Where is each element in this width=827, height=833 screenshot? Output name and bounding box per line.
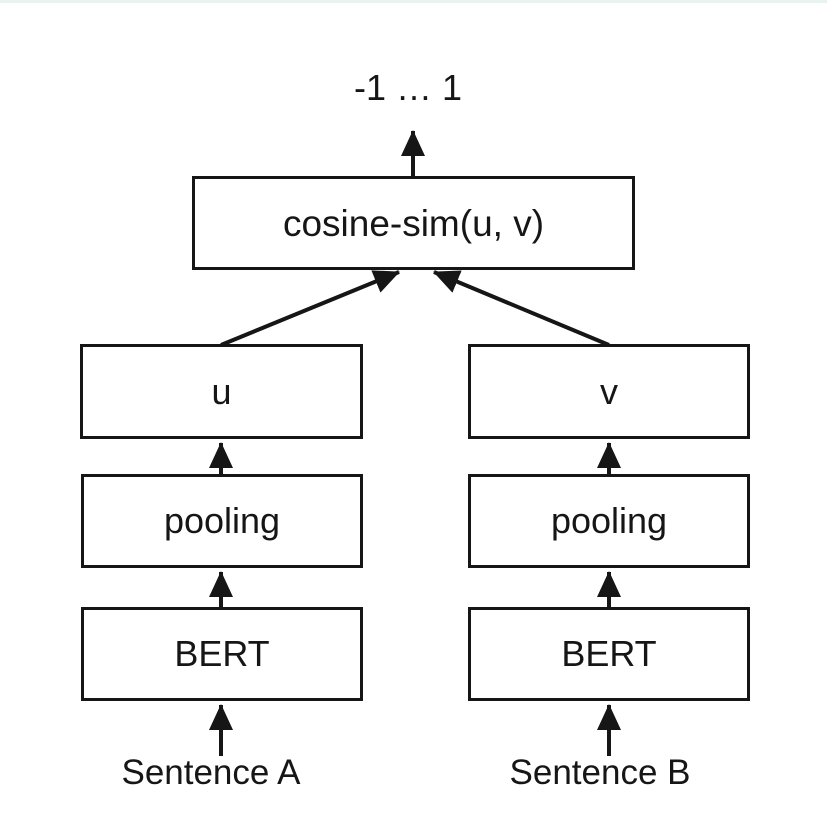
page-top-edge	[0, 0, 827, 3]
pooling-left-label: pooling	[163, 500, 281, 541]
output-range-label: -1 … 1	[353, 67, 463, 108]
u-embedding-label: u	[211, 370, 232, 412]
v-embedding-label: v	[600, 370, 618, 412]
pooling-right-label: pooling	[550, 500, 668, 541]
bert-right-label: BERT	[561, 633, 657, 674]
pooling-right-box: pooling	[468, 474, 750, 568]
bert-right-box: BERT	[468, 607, 750, 701]
pooling-left-box: pooling	[81, 474, 363, 568]
arrow-v-to-cosine-icon	[433, 270, 610, 347]
v-embedding-box: v	[468, 344, 750, 439]
cosine-sim-box: cosine-sim(u, v)	[192, 176, 635, 270]
bert-left-label: BERT	[174, 633, 270, 674]
sentence-b-label: Sentence B	[509, 753, 691, 792]
arrow-u-to-cosine-icon	[220, 270, 400, 347]
u-embedding-box: u	[80, 344, 363, 439]
bert-left-box: BERT	[81, 607, 363, 701]
sentence-a-label: Sentence A	[121, 753, 301, 792]
cosine-sim-label: cosine-sim(u, v)	[282, 202, 545, 244]
